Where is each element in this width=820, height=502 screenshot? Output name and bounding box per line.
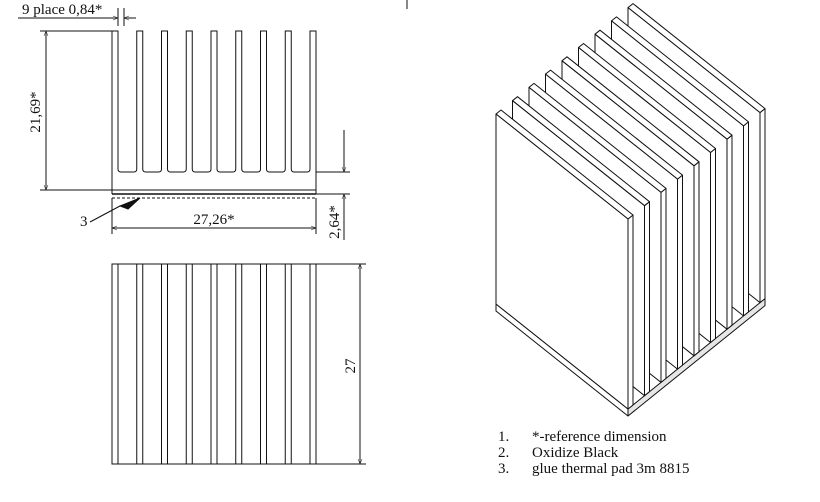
iso-fin-edge: [644, 201, 650, 397]
iso-fin-edge: [627, 214, 634, 410]
fin-profile: [111, 30, 317, 173]
note-item: 1. *-reference dimension: [498, 429, 667, 445]
dim-base-thickness: 2,64*: [327, 205, 343, 239]
iso-fin-edge: [660, 187, 667, 383]
dim-fin-height: 21,69*: [28, 91, 44, 132]
top-view: [111, 263, 366, 465]
callout-leader: [89, 205, 121, 223]
note-item: 3. glue thermal pad 3m 8815: [498, 461, 690, 477]
iso-base-side: [627, 298, 766, 417]
front-view: [18, 8, 350, 240]
iso-fin-edge: [693, 161, 700, 357]
iso-fin-edge: [677, 174, 683, 370]
top-view-fin-lines: [117, 264, 311, 464]
dim-fin-spec: 9 place 0,84*: [22, 2, 102, 18]
top-view-outline: [111, 263, 317, 465]
notes-list: 1. *-reference dimension 2. Oxidize Blac…: [498, 429, 689, 477]
iso-fin-edge: [726, 134, 733, 330]
note-item: 2. Oxidize Black: [498, 445, 619, 461]
dim-width: 27,26*: [193, 212, 234, 228]
isometric-view: [495, 3, 766, 417]
iso-fin-face: [495, 113, 629, 410]
dim-depth: 27: [343, 358, 359, 374]
iso-fin-edge: [710, 148, 716, 343]
callout-number: 3: [80, 214, 88, 230]
iso-fin-edge: [759, 108, 766, 304]
iso-fin-edge: [743, 121, 749, 317]
callout-arrowhead: [118, 197, 141, 210]
